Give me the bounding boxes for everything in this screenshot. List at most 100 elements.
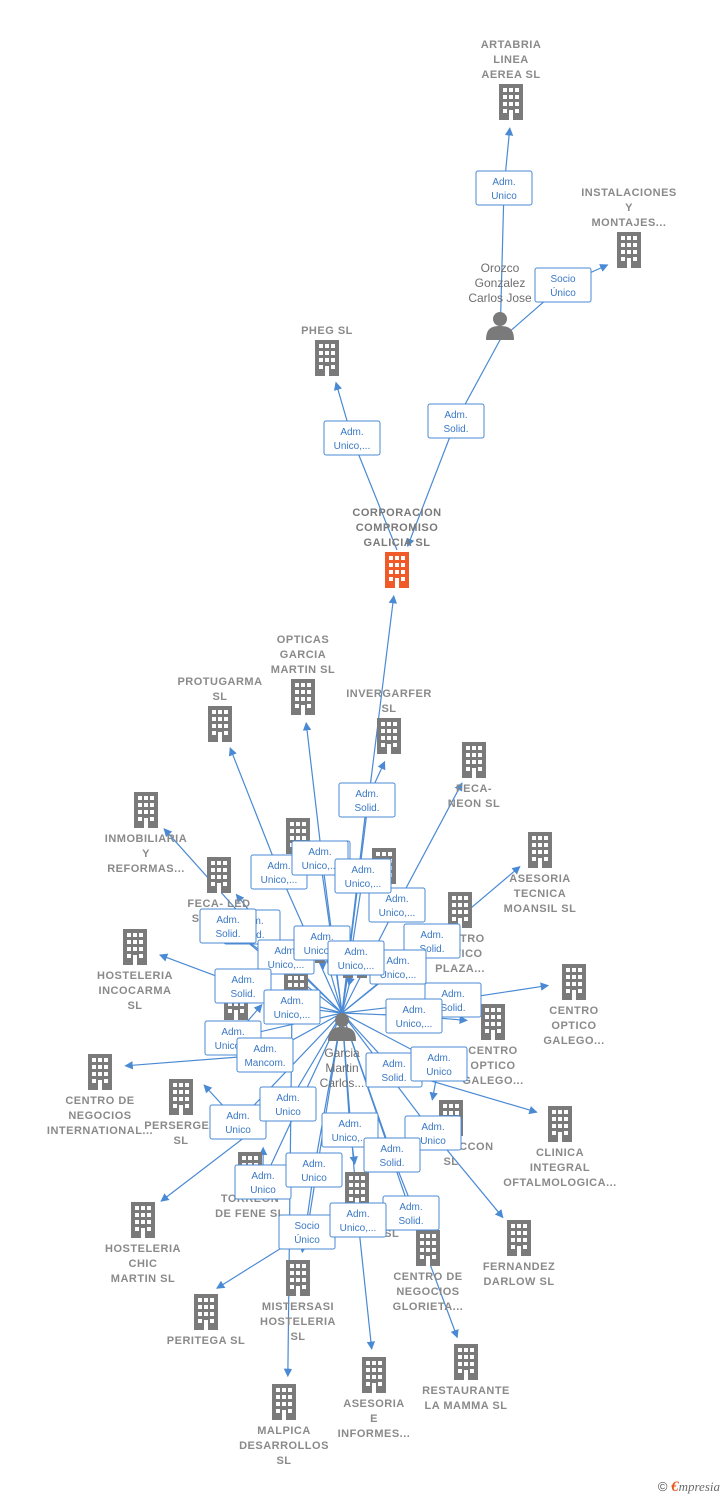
node-peritega[interactable]: PERITEGA SL [167, 1294, 245, 1347]
edge-label-moarteccon[interactable]: Adm.Unico [410, 1046, 468, 1082]
edge-label-text: Adm. [221, 1027, 244, 1038]
node-clinica[interactable]: CLINICAINTEGRALOFTALMOLOGICA... [503, 1106, 617, 1189]
edge-label-text: Adm. [338, 1119, 361, 1130]
building-icon [208, 706, 232, 742]
edge-label-text: Adm. [280, 996, 303, 1007]
building-icon [448, 892, 472, 928]
edge-label-text: Adm. [351, 865, 374, 876]
edge-label-hincocarma[interactable]: Adm.Solid. [214, 968, 272, 1004]
node-label: ASESORIA [509, 873, 570, 885]
edge-label-text: Adm. [421, 1122, 444, 1133]
edge-label-mistersasi[interactable]: Adm.Unico [285, 1152, 343, 1188]
building-icon [88, 1054, 112, 1090]
edge-label-centrogalego2[interactable]: Adm.Unico,... [385, 998, 443, 1034]
edge-label-text: Adm. [340, 427, 363, 438]
node-label: ARTABRIA [481, 39, 542, 51]
node-label: INSTALACIONES [581, 187, 677, 199]
building-icon [481, 1004, 505, 1040]
edge-label-text: Adm. [492, 177, 515, 188]
edge-label-restaurante[interactable]: Adm.Solid. [382, 1195, 440, 1231]
edge-label-invergarfer[interactable]: Adm. Solid. [338, 782, 396, 818]
edge-label-text: Adm. [276, 1093, 299, 1104]
edge-label-hidden5[interactable]: Adm.Solid. [199, 908, 257, 944]
edge-label-persergers[interactable]: Adm. Unico [209, 1104, 267, 1140]
edge-label-text: Unico,... [268, 960, 305, 971]
node-cnegint[interactable]: CENTRO DENEGOCIOSINTERNATIONAL... [47, 1054, 153, 1137]
edge-label-text: Unico,... [261, 875, 298, 886]
node-label: Martin [325, 1061, 358, 1075]
edge-label-text: Unico,... [338, 961, 375, 972]
edge-label-cnegglorieta[interactable]: Adm.Solid. [363, 1137, 421, 1173]
node-asesoriainf[interactable]: ASESORIAEINFORMES... [338, 1357, 411, 1440]
node-inmobiliaria[interactable]: INMOBILIARIAYREFORMAS... [105, 792, 187, 875]
node-label: CLINICA [536, 1147, 584, 1159]
node-centrogalego2[interactable]: CENTROOPTICOGALEGO... [462, 1004, 523, 1087]
node-label: HOSTELERIA [97, 970, 173, 982]
edge-label-text: Adm. [355, 789, 378, 800]
edge-label-layer: Adm.UnicoSocioÚnicoAdm.Solid.Adm.Unico,.… [199, 170, 592, 1250]
node-label: Carlos... [320, 1076, 365, 1090]
building-icon [416, 1230, 440, 1266]
node-garcia[interactable]: GarciaMartinCarlos... [320, 1013, 365, 1090]
building-icon [548, 1106, 572, 1142]
edge-label-artabria[interactable]: Adm.Unico [475, 170, 533, 206]
node-pheg[interactable]: PHEG SL [301, 325, 353, 376]
node-instal[interactable]: INSTALACIONESYMONTAJES... [581, 187, 677, 268]
edge-label-text: Mancom. [244, 1058, 285, 1069]
edge-label-torreon[interactable]: Adm.Unico [234, 1164, 292, 1200]
node-label: CENTRO DE [393, 1271, 462, 1283]
edge-label-hidden2[interactable]: Adm.Unico,... [334, 858, 392, 894]
edge-label-hidden4[interactable]: Adm.Unico,... [327, 940, 385, 976]
building-icon [169, 1079, 193, 1115]
edge-label-corp[interactable]: Adm.Solid. [427, 403, 485, 439]
node-label: GALEGO... [462, 1075, 523, 1087]
building-icon [286, 1260, 310, 1296]
node-label: GALICIA SL [364, 537, 431, 549]
edge-label-hidden1[interactable]: Adm.Unico,... [291, 840, 349, 876]
node-label: TECNICA [514, 888, 566, 900]
node-label: RESTAURANTE [422, 1385, 510, 1397]
edge-label-asesoriainf[interactable]: Adm.Unico,... [329, 1202, 387, 1238]
node-cnegglorieta[interactable]: CENTRO DENEGOCIOSGLORIETA... [393, 1230, 464, 1313]
building-icon [528, 832, 552, 868]
node-label: PHEG SL [301, 325, 353, 337]
edge-label-text: Unico,... [274, 1010, 311, 1021]
edge-label-text: Socio [550, 274, 575, 285]
edge-label-text: Solid. [354, 803, 379, 814]
node-label: E [370, 1413, 378, 1425]
node-centrogalego1[interactable]: CENTROOPTICOGALEGO... [543, 964, 604, 1047]
edge-label-text: Unico [225, 1125, 251, 1136]
building-icon [134, 792, 158, 828]
edge-label-cnegint[interactable]: Adm.Mancom. [236, 1037, 294, 1073]
edge-label-malpica[interactable]: Adm. Unico,... [263, 989, 321, 1025]
edge-label-text: Adm. [441, 989, 464, 1000]
empresia-brand[interactable]: © €mpresia [658, 1479, 720, 1496]
edge-label-text: Adm. [427, 1053, 450, 1064]
edge-label-fecaneon[interactable]: Adm.Unico,... [368, 887, 426, 923]
node-label: CENTRO [549, 1005, 598, 1017]
node-label: SL [443, 1156, 458, 1168]
edge-label-pheg[interactable]: Adm.Unico,... [323, 420, 381, 456]
edge-label-text: Unico,... [396, 1019, 433, 1030]
node-fecaneon[interactable]: FECA-NEON SL [448, 742, 500, 810]
edge-label-text: Adm. [226, 1111, 249, 1122]
edge-label-hchic[interactable]: Adm.Unico [259, 1086, 317, 1122]
node-label: GLORIETA... [393, 1301, 464, 1313]
node-label: SL [290, 1331, 305, 1343]
